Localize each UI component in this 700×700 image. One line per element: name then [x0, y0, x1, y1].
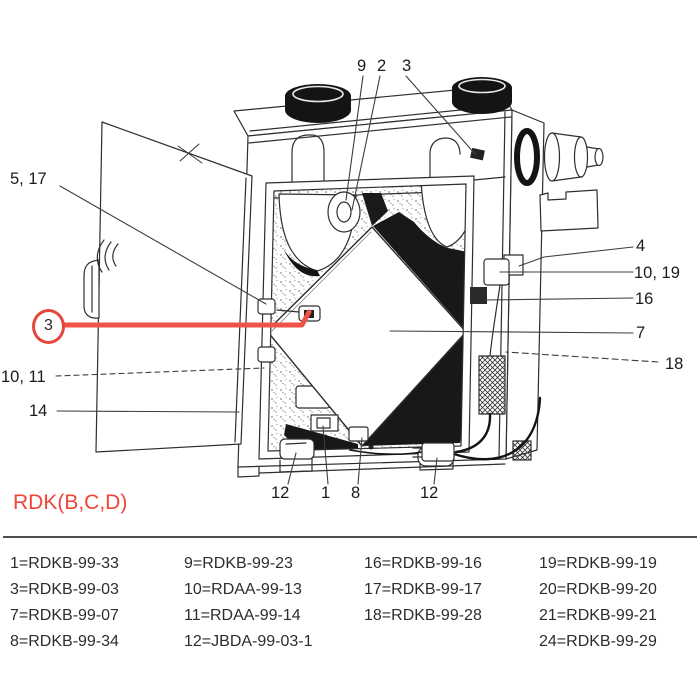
table-divider: [3, 536, 697, 538]
part-entry: 24=RDKB-99-29: [539, 633, 657, 650]
vent-grille: [512, 440, 532, 461]
part-entry: 18=RDKB-99-28: [364, 607, 482, 624]
callout-7[interactable]: 7: [636, 324, 646, 342]
parts-column-1: 1=RDKB-99-33 3=RDKB-99-03 7=RDKB-99-07 8…: [10, 551, 119, 655]
callout-12-right[interactable]: 12: [420, 484, 439, 502]
part-entry: 7=RDKB-99-07: [10, 607, 119, 624]
callout-3-circled-label: 3: [44, 317, 53, 334]
callout-12-left[interactable]: 12: [271, 484, 290, 502]
interior: [268, 184, 466, 451]
parts-column-3: 16=RDKB-99-16 17=RDKB-99-17 18=RDKB-99-2…: [364, 551, 482, 629]
leader-lines: [55, 75, 659, 485]
door-handle-grip: [96, 239, 119, 273]
callout-5-17[interactable]: 5, 17: [10, 170, 47, 188]
callout-9[interactable]: 9: [357, 57, 367, 75]
callout-14[interactable]: 14: [29, 402, 48, 420]
part-entry: 17=RDKB-99-17: [364, 581, 482, 598]
callout-1[interactable]: 1: [321, 484, 331, 502]
part-entry: 8=RDKB-99-34: [10, 633, 119, 650]
side-bracket: [539, 189, 599, 232]
part-entry: 20=RDKB-99-20: [539, 581, 657, 598]
fan-right: [420, 184, 466, 248]
model-label: RDK(B,C,D): [13, 491, 128, 514]
side-duct: [514, 128, 604, 186]
power-plug: [421, 442, 455, 462]
part-entry: 11=RDAA-99-14: [184, 607, 301, 624]
terminal-block: [478, 355, 506, 415]
door: [83, 121, 253, 453]
part-entry: 19=RDKB-99-19: [539, 555, 657, 572]
callout-10-19[interactable]: 10, 19: [634, 264, 680, 282]
callout-4[interactable]: 4: [636, 237, 646, 255]
heat-exchanger-core: [268, 226, 466, 447]
callout-3-circled[interactable]: 3: [32, 309, 65, 344]
parts-column-2: 9=RDKB-99-23 10=RDAA-99-13 11=RDAA-99-14…: [184, 551, 313, 655]
highlight-pointer-line: [61, 309, 312, 328]
part-entry: 3=RDKB-99-03: [10, 581, 119, 598]
part-entry: 16=RDKB-99-16: [364, 555, 482, 572]
callout-2[interactable]: 2: [377, 57, 387, 75]
bottom-frame-parts: [310, 414, 374, 450]
right-side-parts: [470, 147, 524, 357]
duct-collar-left: [285, 84, 351, 123]
part-entry: 21=RDKB-99-21: [539, 607, 657, 624]
rubber-foot-left: [279, 438, 315, 460]
callout-10-11[interactable]: 10, 11: [1, 368, 46, 386]
callout-18[interactable]: 18: [665, 355, 684, 373]
part-entry: 9=RDKB-99-23: [184, 555, 293, 572]
callout-3-top[interactable]: 3: [402, 57, 412, 75]
fan-left: [278, 191, 361, 277]
power-cord: [349, 396, 542, 461]
callout-8[interactable]: 8: [351, 484, 361, 502]
callout-16[interactable]: 16: [635, 290, 654, 308]
part-entry: 12=JBDA-99-03-1: [184, 633, 313, 650]
parts-column-4: 19=RDKB-99-19 20=RDKB-99-20 21=RDKB-99-2…: [539, 551, 657, 655]
part-entry: 1=RDKB-99-33: [10, 555, 119, 572]
part-entry: 10=RDAA-99-13: [184, 581, 302, 598]
duct-collar-right: [452, 77, 512, 114]
